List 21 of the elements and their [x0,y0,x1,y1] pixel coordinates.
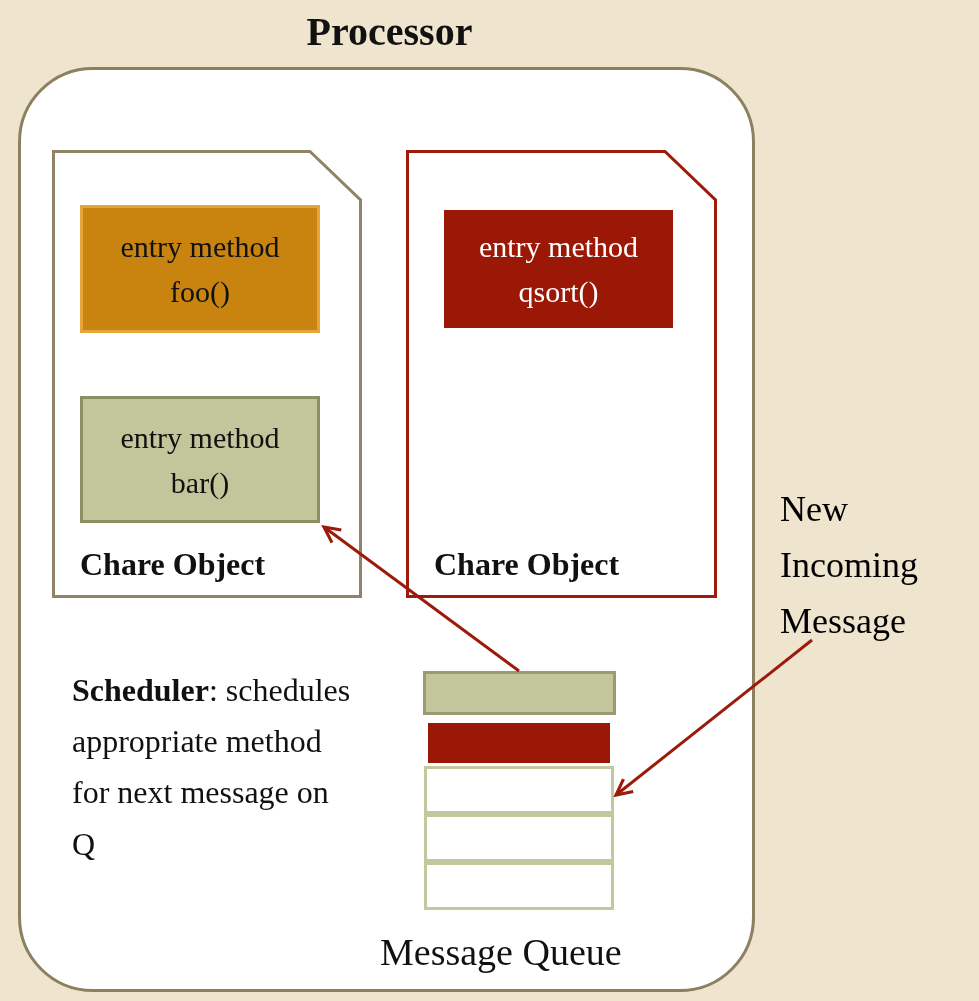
chare-object-label: Chare Object [80,546,266,583]
queued-message-bar [428,723,610,763]
entry-method-text: entry method qsort() [477,229,640,310]
entry-method-text: entry method foo() [119,229,281,310]
entry-method-text: entry method bar() [119,419,281,501]
entry-method-box [80,205,320,333]
message-queue-label: Message Queue [380,930,623,975]
queue-slot [424,862,614,910]
incoming-message-text: New Incoming Message [780,482,975,640]
arrow [322,525,520,673]
chare-object-label: Chare Object [434,546,620,583]
arrow [614,638,813,797]
chare-object-card [52,150,362,598]
processor-title: Processor [305,8,474,55]
queue-slot [424,814,614,862]
entry-method-box [444,210,673,328]
chare-object-card [406,150,717,598]
scheduler-description: Scheduler: schedules appropriate method for next message on Q [72,671,352,864]
queued-message-bar [423,671,616,715]
queue-slot [424,766,614,814]
entry-method-box [80,396,320,523]
